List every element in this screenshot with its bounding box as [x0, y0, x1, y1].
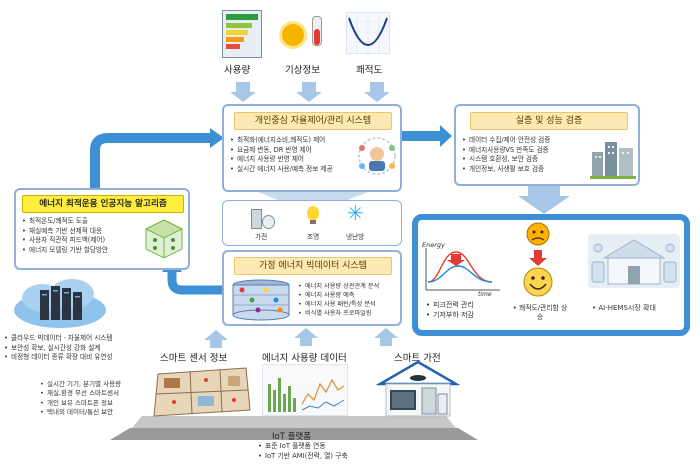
- algorithm-panel: 에너지 최적운용 인공지능 알고리즘 최적온도/쾌적도 도출 재실예측 기반 선…: [14, 188, 190, 270]
- list-item: 에너지 모델링 기반 할당방안: [22, 246, 108, 256]
- list-item: 에너지사용량VS 만족도 검증: [462, 146, 550, 156]
- arrow-verification-down: [518, 186, 570, 214]
- list-item: 최적온도/쾌적도 도출: [22, 217, 108, 227]
- verification-panel: 실증 및 성능 검증 데이터 수집/제어 안전성 검증 에너지사용량VS 만족도…: [454, 104, 640, 186]
- peak-load-chart: Energy time: [422, 241, 500, 296]
- list-item: 에너지 사용량 반영 제어: [230, 155, 333, 165]
- arrow-to-verification: [402, 125, 452, 147]
- usage-icon: [222, 10, 262, 58]
- list-item: 비식별 사용자 프로파일링: [298, 309, 379, 318]
- ai-cube-icon: [144, 219, 184, 259]
- verification-title: 실증 및 성능 검증: [470, 112, 628, 130]
- list-item: 최적화(에너지소비,쾌적도) 제어: [230, 136, 333, 146]
- list-item: 개인 보유 스마트폰 정보: [40, 399, 121, 409]
- time-axis-label: time: [478, 291, 492, 296]
- usage-label: 사용량: [224, 65, 251, 76]
- list-item: 택내외 데이터/통신 보안: [40, 408, 121, 418]
- cloud-server-icon: [14, 279, 106, 328]
- sun-icon: [282, 24, 304, 46]
- comfort-chart-icon: [346, 12, 390, 54]
- control-system-list: 최적화(에너지소비,쾌적도) 제어 요금제 변동, DR 반영 제어 에너지 사…: [230, 136, 333, 174]
- iot-platform-title: IoT 플랫폼: [272, 432, 312, 442]
- list-item: 클라우드 빅데이터 · 자율제어 시스템: [4, 334, 112, 344]
- hvac-label: 냉난방: [346, 233, 365, 241]
- lighting-label: 조명: [307, 233, 320, 241]
- list-item: 에너지 사용량 예측: [298, 291, 379, 300]
- smart-appliance-image: [376, 360, 460, 417]
- algorithm-list: 최적온도/쾌적도 도출 재실예측 기반 선제적 대응 사용자 직관적 피드백(제…: [22, 217, 108, 255]
- list-item: 데이터 수집/제어 안전성 검증: [462, 136, 550, 146]
- bigdata-panel: 가정 에너지 빅데이터 시스템 에너지 사용량 상관관계 분석 에너지 사용량 …: [222, 250, 402, 326]
- smart-home-icon: [588, 234, 680, 288]
- market-result-text: AI-HEMS시장 확대: [598, 304, 656, 312]
- arrow-algorithm-to-control: [90, 133, 212, 188]
- list-item: 실시간 에너지 사용/예측 정보 제공: [230, 165, 333, 175]
- energy-axis-label: Energy: [422, 241, 445, 249]
- database-icon: [232, 279, 290, 321]
- bulb-base: [310, 220, 316, 224]
- list-item: 표준 IoT 플랫폼 연동: [258, 442, 348, 452]
- results-power-list: 피크전력 관리 기저부하 저감: [426, 300, 474, 320]
- bigdata-list: 에너지 사용량 상관관계 분석 에너지 사용량 예측 에너지 사용 패턴/특성 …: [298, 282, 379, 318]
- appliance-label: 가전: [255, 233, 268, 241]
- list-item: 에너지 사용량 상관관계 분석: [298, 282, 379, 291]
- list-item: 에너지 사용 패턴/특성 분석: [298, 300, 379, 309]
- satisfaction-faces-icon: [523, 222, 553, 297]
- devices-panel: ✳ 가전 조명 냉난방: [222, 200, 402, 246]
- list-item: IoT 기반 AMI(전력, 열) 구축: [258, 452, 348, 462]
- thermometer-icon: [312, 16, 322, 46]
- arrow-usage-down: [230, 82, 256, 102]
- weather-label: 기상정보: [285, 65, 320, 76]
- arrow-sensor-up: [204, 330, 228, 348]
- comfort-label: 쾌적도: [356, 65, 383, 76]
- iot-platform-list: 표준 IoT 플랫폼 연동 IoT 기반 AMI(전력, 열) 구축: [258, 442, 348, 461]
- list-item: 실시간 기기, 분기별 사용량: [40, 380, 121, 390]
- energy-data-chart: [262, 364, 348, 416]
- comfort-result-label: • 쾌적도/관리함 상승: [512, 304, 568, 321]
- floorplan-image: [153, 367, 251, 417]
- verification-list: 데이터 수집/제어 안전성 검증 에너지사용량VS 만족도 검증 시스템 호환성…: [462, 136, 550, 174]
- sensor-info-list: 실시간 기기, 분기별 사용량 재실,환경 무선 스마트센서 개인 보유 스마트…: [40, 380, 121, 417]
- arrow-energy-up: [294, 328, 318, 346]
- snowflake-icon: ✳: [347, 201, 364, 225]
- arrow-comfort-down: [364, 82, 390, 102]
- list-item: 시스템 호환성, 보안 검증: [462, 155, 550, 165]
- bigdata-title: 가정 에너지 빅데이터 시스템: [234, 257, 392, 275]
- list-item: 사용자 직관적 피드백(제어): [22, 236, 108, 246]
- list-item: 보안성 확보, 실시간성 강화 설계: [4, 344, 112, 354]
- market-result-label: • AI-HEMS시장 확대: [592, 304, 656, 312]
- sensor-source-label: 스마트 센서 정보: [160, 353, 228, 364]
- list-item: 재실,환경 무선 스마트센서: [40, 389, 121, 399]
- arrow-weather-down: [296, 82, 322, 102]
- home-control-icon: [358, 137, 396, 175]
- list-item: 피크전력 관리: [426, 300, 474, 310]
- list-item: 기저부하 저감: [426, 310, 474, 320]
- arrow-bigdata-to-algorithm: [167, 270, 222, 295]
- arrow-appliance-up: [374, 328, 398, 346]
- iot-platform-base: [132, 416, 456, 428]
- appliance-icon: [251, 207, 275, 229]
- list-item: 개인정보, 사생활 보호 검증: [462, 165, 550, 175]
- list-item: 비정형 데이터 종류 확장 대비 유연성: [4, 353, 112, 363]
- control-system-title: 개인중심 자율제어/관리 시스템: [234, 112, 392, 130]
- algorithm-title: 에너지 최적운용 인공지능 알고리즘: [22, 195, 184, 213]
- control-system-panel: 개인중심 자율제어/관리 시스템 최적화(에너지소비,쾌적도) 제어 요금제 변…: [222, 104, 402, 192]
- bulb-icon: [307, 206, 319, 220]
- city-buildings-icon: [590, 142, 636, 179]
- cloud-list: 클라우드 빅데이터 · 자율제어 시스템 보안성 확보, 실시간성 강화 설계 …: [4, 334, 112, 363]
- list-item: 요금제 변동, DR 반영 제어: [230, 146, 333, 156]
- list-item: 재실예측 기반 선제적 대응: [22, 227, 108, 237]
- appliance-source-label: 스마트 가전: [394, 353, 441, 364]
- energy-source-label: 에너지 사용량 데이터: [262, 353, 347, 364]
- comfort-result-text: 쾌적도/관리함 상승: [518, 304, 568, 321]
